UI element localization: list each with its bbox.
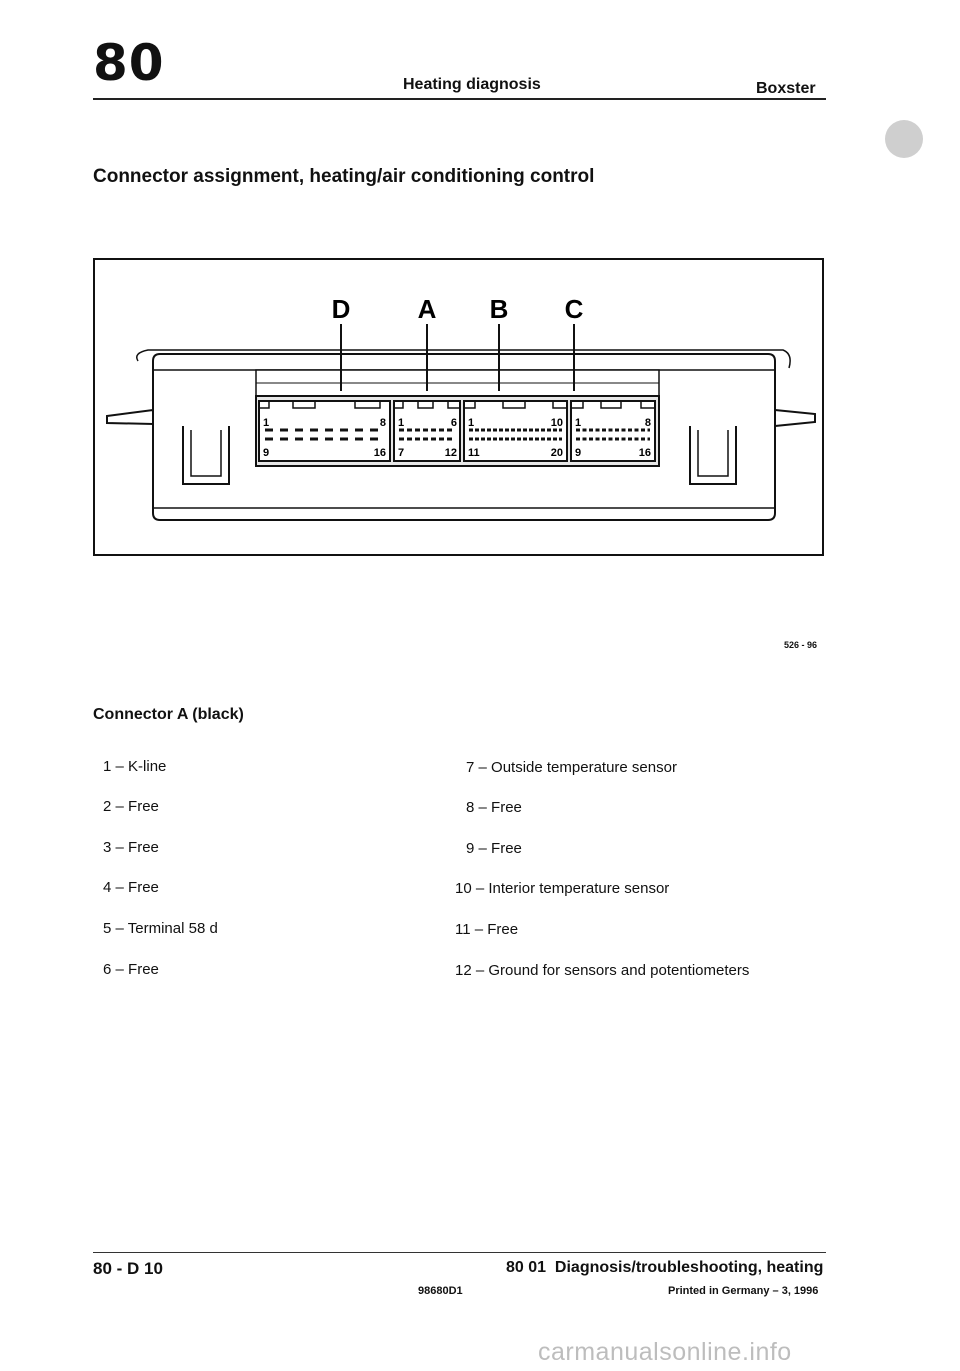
page-id: 80 - D 10 [93, 1259, 163, 1278]
document-code: 98680D1 [418, 1285, 463, 1297]
connector-d: 1 8 9 16 [258, 400, 391, 462]
connector-letter-d: D [332, 294, 351, 324]
page-header-title: Heating diagnosis [403, 76, 541, 93]
list-item: 2 – Free [103, 798, 159, 815]
pin-label: 16 [374, 447, 386, 459]
pin-label: 12 [445, 447, 457, 459]
pin-label: 1 [398, 417, 404, 429]
connector-letter-c: C [565, 294, 584, 324]
margin-marker-dot [885, 120, 923, 158]
pin-label: 6 [451, 417, 457, 429]
watermark: carmanualsonline.info [538, 1338, 792, 1366]
list-item: 8 – Free [466, 799, 522, 816]
list-item: 4 – Free [103, 879, 159, 896]
pin-grid-b [469, 428, 562, 441]
connector-b: 1 10 11 20 [463, 400, 568, 462]
list-item: 3 – Free [103, 839, 159, 856]
pin-label: 8 [645, 417, 651, 429]
pin-grid-a [399, 428, 455, 441]
header-rule [93, 98, 826, 100]
list-item: 10 – Interior temperature sensor [455, 880, 670, 897]
page-header-model: Boxster [756, 80, 816, 97]
list-item: 11 – Free [455, 921, 519, 938]
pin-label: 20 [551, 447, 563, 459]
list-item: 1 – K-line [103, 758, 167, 775]
connector-letter-b: B [490, 294, 509, 324]
printed-note: Printed in Germany – 3, 1996 [668, 1285, 819, 1297]
list-item: 5 – Terminal 58 d [103, 920, 218, 937]
pin-label: 11 [468, 447, 480, 459]
pin-label: 16 [639, 447, 651, 459]
footer-section: 80 01 Diagnosis/troubleshooting, heating [506, 1259, 824, 1276]
connector-c: 1 8 9 16 [570, 400, 656, 462]
pin-label: 7 [398, 447, 404, 459]
pin-label: 1 [575, 417, 581, 429]
list-item: 9 – Free [466, 840, 522, 857]
connector-title: Connector A (black) [93, 706, 244, 723]
list-item: 6 – Free [103, 961, 159, 978]
connector-letter-a: A [418, 294, 437, 324]
connector-a: 1 6 7 12 [393, 400, 461, 462]
pin-label: 9 [263, 447, 269, 459]
list-item: 12 – Ground for sensors and potentiomete… [455, 962, 750, 979]
pin-label: 10 [551, 417, 563, 429]
pin-label: 8 [380, 417, 386, 429]
section-number: 80 [93, 34, 165, 92]
pin-label: 9 [575, 447, 581, 459]
pin-grid-d [265, 428, 385, 441]
list-item: 7 – Outside temperature sensor [466, 759, 677, 776]
connector-diagram: 1 8 9 16 1 6 7 12 1 10 11 20 1 8 9 [93, 258, 824, 556]
footer-rule [93, 1252, 826, 1253]
figure-reference: 526 - 96 [784, 640, 818, 650]
pin-label: 1 [263, 417, 269, 429]
pin-label: 1 [468, 417, 474, 429]
pin-grid-c [576, 428, 650, 441]
page-heading: Connector assignment, heating/air condit… [93, 166, 595, 187]
